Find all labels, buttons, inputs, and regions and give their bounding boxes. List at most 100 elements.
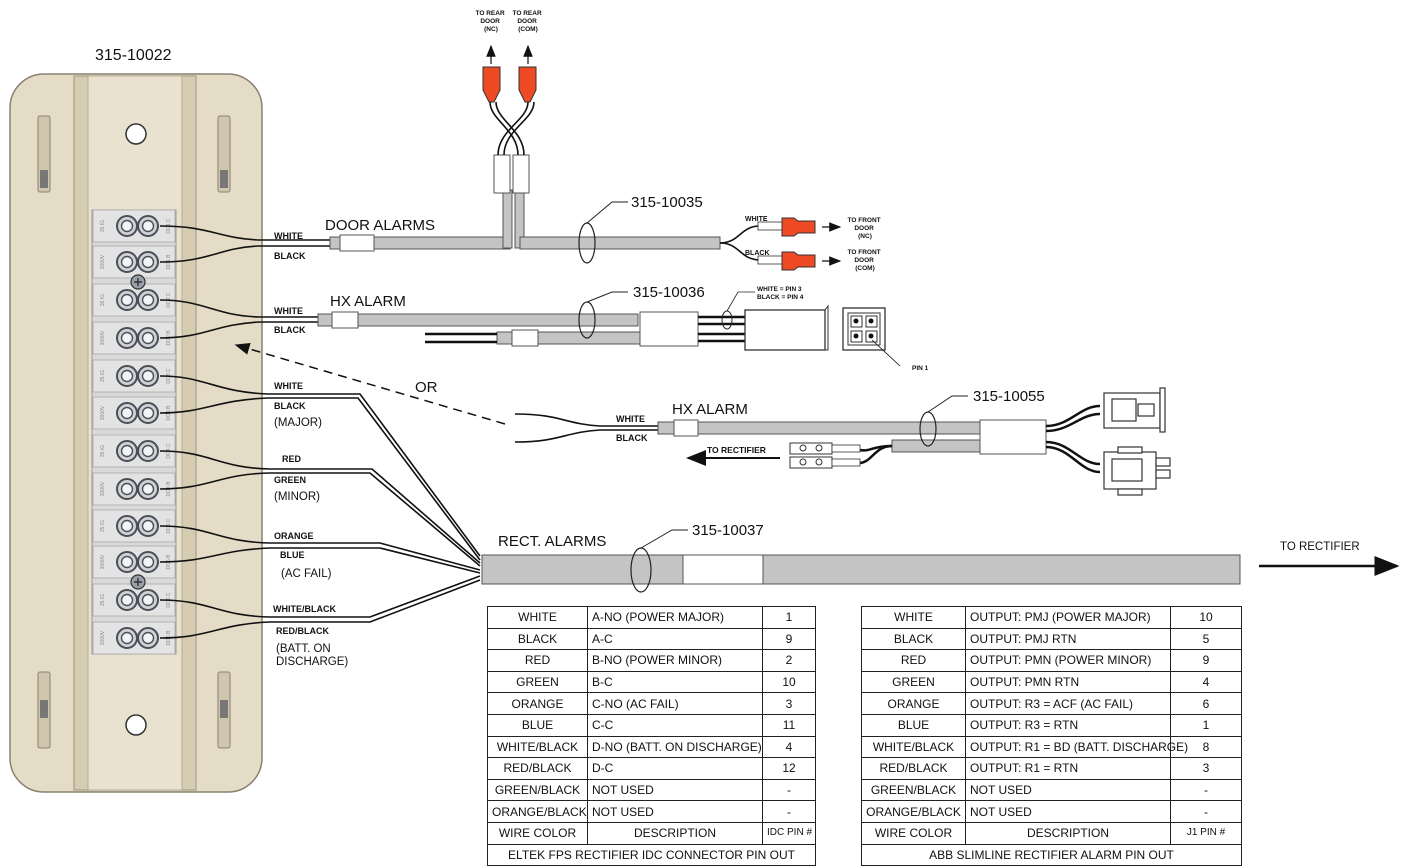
terminal-label: 35 IG	[100, 520, 106, 532]
hx2-to-rectifier: TO RECTIFIER	[707, 445, 766, 455]
description-cell: D-C	[587, 757, 763, 780]
rect-wire-blue: BLUE	[280, 550, 305, 560]
pin-cell: 9	[762, 627, 816, 651]
wire-color-cell: GREEN	[861, 670, 966, 694]
group-minor: (MINOR)	[274, 491, 320, 503]
terminal-label: 3000V	[100, 554, 106, 569]
header-wire-color: WIRE COLOR	[861, 821, 966, 845]
wire-color-cell: WHITE/BLACK	[861, 735, 966, 759]
hx-molex-plug	[744, 309, 826, 351]
wire-color-cell: RED	[487, 649, 588, 672]
terminal-label: 35 IG	[100, 370, 106, 382]
wire-color-cell: ORANGE	[861, 692, 966, 715]
description-cell: OUTPUT: PMN RTN	[965, 670, 1171, 694]
description-cell: B-NO (POWER MINOR)	[587, 649, 763, 672]
svg-text:TO REAR DOOR (NC): TO REAR DOOR (NC)	[476, 10, 507, 33]
rear-com-line1: TO REAR	[513, 10, 542, 17]
door-cable-number: 315-10035	[631, 194, 703, 211]
door-alarm-harness: TO REAR DOOR (NC) TO REAR DOOR (COM) TO …	[274, 10, 881, 272]
hx-alarm-harness-2: TO RECTIFIER 315-10055 HX ALARM WHITE BL…	[514, 387, 1171, 496]
description-cell: OUTPUT: R3 = ACF (AC FAIL)	[965, 692, 1171, 715]
front-white-label: WHITE	[745, 216, 768, 223]
wire-color-cell: ORANGE/BLACK	[861, 800, 966, 823]
description-cell: OUTPUT: PMJ RTN	[965, 627, 1171, 651]
hx2-cable-number: 315-10055	[973, 388, 1045, 405]
wire-color-cell: WHITE	[487, 606, 588, 629]
pin-cell: 1	[762, 606, 816, 629]
pin-cell: 3	[762, 692, 816, 715]
group-major: (MAJOR)	[274, 417, 322, 429]
wire-color-cell: BLUE	[487, 713, 588, 737]
header-wire-color: WIRE COLOR	[487, 821, 588, 845]
wire-color-cell: RED/BLACK	[861, 757, 966, 780]
pin-cell: 4	[1170, 670, 1242, 694]
pin-cell: 10	[762, 670, 816, 694]
rect-wire-white-black: WHITE/BLACK	[273, 604, 336, 614]
front-com-line2: DOOR	[854, 257, 874, 264]
hx2-connector-boot	[979, 419, 1047, 455]
table-header-row: WIRE COLOR DESCRIPTION J1 PIN #	[861, 821, 1242, 845]
wire-color-cell: ORANGE	[487, 692, 588, 715]
description-cell: A-NO (POWER MAJOR)	[587, 606, 763, 629]
rect-cable-number: 315-10037	[692, 522, 764, 539]
rear-nc-line3: (NC)	[484, 26, 498, 33]
hx-connector-boot	[639, 311, 699, 347]
pin-cell: 4	[762, 735, 816, 759]
description-cell: OUTPUT: R1 = RTN	[965, 757, 1171, 780]
pin-cell: -	[1170, 778, 1242, 802]
description-cell: D-NO (BATT. ON DISCHARGE)	[587, 735, 763, 759]
description-cell: OUTPUT: R1 = BD (BATT. DISCHARGE)	[965, 735, 1188, 759]
rear-com-line3: (COM)	[518, 26, 538, 33]
rect-alarms-cable: 315-10037 RECT. ALARMS TO RECTIFIER WHIT…	[273, 381, 1400, 668]
front-black-label: BLACK	[745, 250, 770, 257]
front-nc-line3: (NC)	[858, 233, 872, 240]
hx1-cable-number: 315-10036	[633, 284, 705, 301]
terminal-label: 3000V	[100, 405, 106, 420]
rect-wire-white: WHITE	[274, 381, 303, 391]
hx2-title: HX ALARM	[672, 401, 748, 418]
terminal-label: 3000V	[100, 481, 106, 496]
svg-text:TO REAR DOOR (COM): TO REAR DOOR (COM)	[513, 10, 544, 33]
pin-cell: 1	[1170, 713, 1242, 737]
description-cell: NOT USED	[587, 800, 763, 823]
description-cell: C-NO (AC FAIL)	[587, 692, 763, 715]
wire-color-cell: GREEN/BLACK	[861, 778, 966, 802]
pin-cell: 9	[1170, 649, 1242, 672]
hx1-wire-white: WHITE	[274, 306, 303, 316]
rect-to-rectifier: TO RECTIFIER	[1280, 541, 1360, 553]
wire-color-cell: ORANGE/BLACK	[487, 800, 588, 823]
mounting-hole-bottom	[125, 714, 147, 736]
wire-color-cell: GREEN	[487, 670, 588, 694]
pin-cell: -	[1170, 800, 1242, 823]
description-cell: OUTPUT: R3 = RTN	[965, 713, 1171, 737]
hx-alarm-harness-1: PIN 1 315-10036 WHITE = PIN 3 BLACK = PI…	[274, 284, 929, 372]
pin-note-2: BLACK = PIN 4	[757, 294, 804, 301]
rear-nc-terminal	[482, 66, 501, 103]
description-cell: A-C	[587, 627, 763, 651]
pin-cell: 12	[762, 757, 816, 780]
group-ac-fail: (AC FAIL)	[281, 568, 332, 580]
front-com-line3: (COM)	[855, 265, 875, 272]
ring-terminals	[789, 442, 861, 469]
description-cell: C-C	[587, 713, 763, 737]
abb-caption: ABB SLIMLINE RECTIFIER ALARM PIN OUT	[861, 843, 1242, 866]
description-cell: OUTPUT: PMJ (POWER MAJOR)	[965, 606, 1171, 629]
header-description: DESCRIPTION	[587, 821, 763, 845]
rect-wire-orange: ORANGE	[274, 531, 314, 541]
